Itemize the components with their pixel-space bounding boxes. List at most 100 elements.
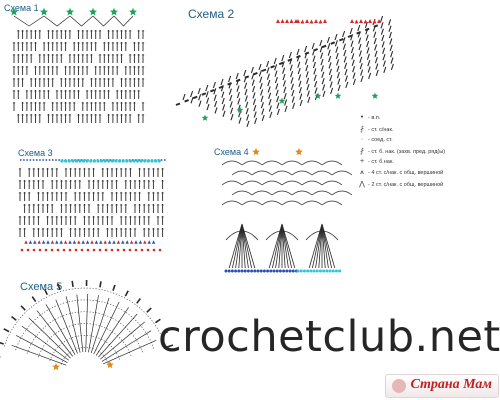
stitch-mark bbox=[358, 43, 362, 51]
chain-arc bbox=[321, 160, 343, 166]
stitch-mark bbox=[365, 34, 369, 41]
stitch-mark bbox=[281, 223, 289, 269]
red-triangle-icon bbox=[116, 240, 121, 244]
chain-arc bbox=[231, 190, 253, 196]
red-triangle-icon bbox=[354, 19, 359, 24]
stitch-mark bbox=[184, 99, 189, 103]
stitch-mark bbox=[322, 84, 326, 91]
stitch-mark bbox=[352, 72, 356, 79]
watermark-text: crochetclub.net bbox=[158, 312, 500, 362]
stitch-mark bbox=[299, 93, 303, 100]
red-triangle-icon bbox=[112, 240, 116, 244]
blue-dot-icon bbox=[291, 269, 295, 273]
cyan-dot-icon bbox=[154, 159, 158, 163]
stitch-mark bbox=[276, 95, 280, 103]
stitch-mark bbox=[276, 102, 280, 109]
red-triangle-icon bbox=[41, 240, 46, 244]
stitch-mark bbox=[373, 31, 377, 38]
red-triangle-icon bbox=[55, 240, 59, 244]
red-triangle-icon bbox=[309, 19, 314, 24]
stitch-mark bbox=[290, 83, 294, 90]
stitch-mark bbox=[335, 46, 339, 53]
blue-dot-icon bbox=[227, 269, 231, 273]
red-triangle-icon bbox=[350, 19, 354, 23]
blue-dot-icon bbox=[250, 269, 254, 273]
stitch-mark bbox=[241, 223, 249, 269]
stitch-mark bbox=[88, 295, 99, 353]
red-triangle-icon bbox=[33, 240, 37, 244]
red-triangle-icon bbox=[146, 248, 150, 252]
cyan-dot-icon bbox=[125, 159, 129, 163]
stitch-mark bbox=[321, 223, 329, 269]
red-triangle-icon bbox=[94, 240, 99, 244]
cluster-4-icon: ⩚ bbox=[360, 169, 364, 176]
stitch-mark bbox=[374, 56, 378, 64]
stitch-mark bbox=[238, 117, 242, 124]
blue-dot-icon bbox=[256, 269, 260, 273]
stitch-mark bbox=[36, 310, 73, 357]
stitch-mark bbox=[290, 70, 294, 78]
stitch-mark bbox=[266, 67, 270, 74]
stitch-mark bbox=[382, 60, 386, 67]
blue-dot-icon bbox=[278, 269, 282, 273]
green-star-icon bbox=[201, 114, 209, 121]
stitch-mark bbox=[55, 299, 78, 354]
stitch-mark bbox=[246, 120, 250, 128]
stitch-mark bbox=[351, 59, 355, 66]
chain-arc bbox=[301, 160, 323, 166]
red-triangle-icon bbox=[152, 248, 156, 252]
red-triangle-icon bbox=[44, 248, 48, 252]
stitch-mark bbox=[274, 76, 278, 84]
stitch-mark bbox=[298, 86, 302, 94]
stitch-mark bbox=[103, 339, 157, 365]
red-triangle-icon bbox=[323, 19, 327, 23]
stitch-mark bbox=[342, 37, 346, 44]
red-triangle-icon bbox=[305, 19, 309, 23]
red-triangle-icon bbox=[276, 19, 280, 23]
chain-arc bbox=[301, 200, 323, 206]
stitch-mark bbox=[328, 55, 332, 63]
red-triangle-icon bbox=[68, 248, 72, 252]
chain-arc bbox=[221, 180, 243, 186]
stitch-mark bbox=[344, 68, 348, 76]
red-triangle-icon bbox=[138, 240, 143, 244]
stitch-mark bbox=[339, 37, 344, 42]
stitch-mark bbox=[76, 294, 84, 353]
red-triangle-icon bbox=[128, 248, 132, 252]
red-triangle-icon bbox=[314, 19, 318, 23]
stitch-mark bbox=[389, 38, 393, 45]
stitch-mark bbox=[261, 108, 265, 115]
stitch-mark bbox=[266, 60, 270, 68]
stitch-mark bbox=[259, 82, 263, 90]
red-triangle-icon bbox=[151, 240, 156, 244]
stitch-mark bbox=[322, 90, 326, 98]
red-triangle-icon bbox=[86, 248, 90, 252]
chain-arc bbox=[251, 170, 273, 176]
stitch-mark bbox=[373, 37, 377, 45]
stitch-mark bbox=[292, 102, 296, 110]
stitch-mark bbox=[315, 223, 323, 269]
stitch-mark bbox=[235, 78, 241, 83]
stitch-mark bbox=[319, 39, 323, 47]
chain-arc bbox=[13, 15, 45, 27]
stitch-mark bbox=[306, 90, 310, 97]
blue-dot-icon bbox=[272, 269, 276, 273]
stitch-mark bbox=[336, 65, 340, 72]
cyan-dot-icon bbox=[71, 159, 75, 163]
green-star-icon bbox=[278, 97, 286, 104]
stitch-mark bbox=[258, 63, 262, 71]
legend-text: - ст. б.нак. bbox=[368, 159, 394, 165]
stitch-mark bbox=[343, 49, 347, 57]
stitch-mark bbox=[284, 105, 288, 113]
chain-arc bbox=[265, 230, 299, 241]
cyan-dot-icon bbox=[309, 269, 313, 273]
stitch-mark bbox=[250, 66, 254, 74]
cyan-dot-icon bbox=[89, 159, 93, 163]
orange-star-icon bbox=[52, 363, 60, 371]
legend-text: - 2 ст. с/нак. с общ. вершиной bbox=[368, 182, 444, 188]
stitch-mark bbox=[335, 52, 339, 60]
stitch-mark bbox=[252, 98, 256, 105]
cyan-dot-icon bbox=[92, 159, 96, 163]
scheme-1-diagram bbox=[10, 7, 145, 123]
red-triangle-icon bbox=[92, 248, 96, 252]
